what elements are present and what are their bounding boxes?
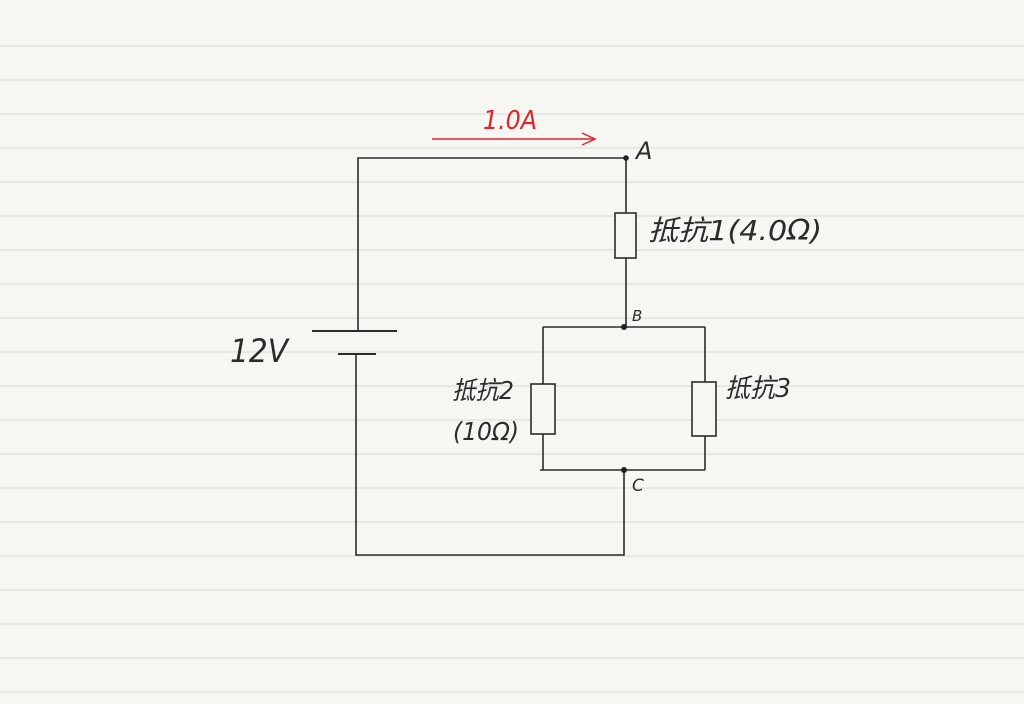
node-a-dot <box>623 155 629 161</box>
circuit-wires <box>355 157 706 556</box>
current-label: 1.0A <box>483 106 537 136</box>
battery-symbol <box>312 330 397 355</box>
node-c-label: C <box>632 476 644 496</box>
resistor-2 <box>530 383 556 435</box>
wire-bottom-return <box>355 354 625 556</box>
resistor-3-label: 抵抗3 <box>725 374 791 404</box>
node-c-dot <box>621 467 627 473</box>
battery-voltage-label: 12V <box>230 332 290 370</box>
resistor-2-label-line2: (10Ω) <box>453 417 519 446</box>
resistor-2-label-line1: 抵抗2 <box>452 376 514 405</box>
resistor-1-label: 抵抗1(4.0Ω) <box>648 214 822 247</box>
wire-top <box>357 157 626 331</box>
node-a-label: A <box>634 137 652 165</box>
current-arrow <box>432 132 597 146</box>
resistor-1 <box>614 212 637 259</box>
notebook-ruled-lines <box>0 45 1024 693</box>
resistor-3 <box>691 381 717 437</box>
node-b-label: B <box>632 307 642 325</box>
node-b-dot <box>621 324 627 330</box>
